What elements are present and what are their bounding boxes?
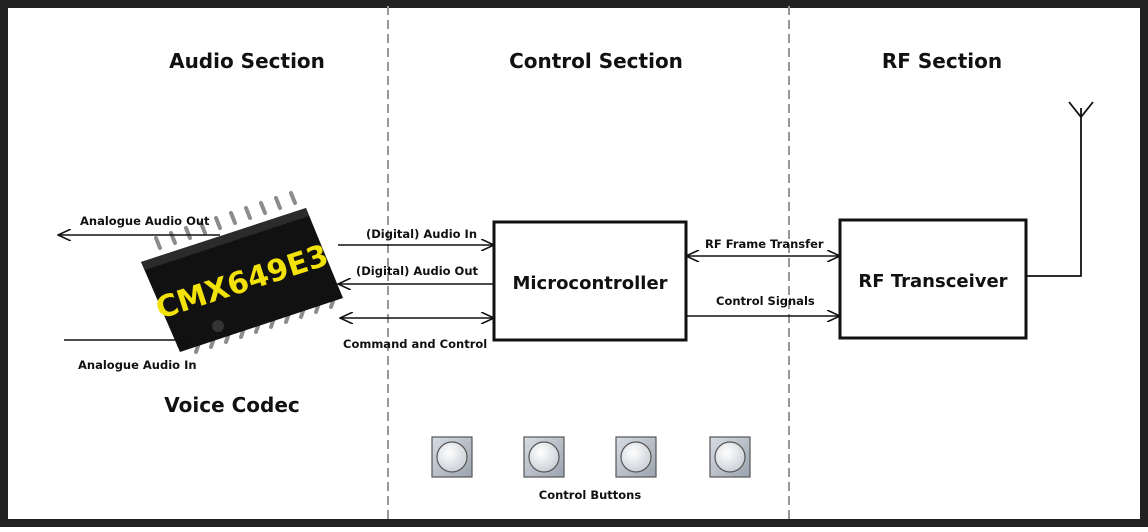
microcontroller-label: Microcontroller (512, 273, 667, 294)
control-signals-label: Control Signals (716, 294, 815, 308)
analogue-audio-out-label: Analogue Audio Out (80, 214, 210, 228)
command-control-label: Command and Control (343, 337, 487, 351)
antenna-feed-line (1026, 108, 1082, 277)
section-title-control: Control Section (509, 49, 683, 73)
control-button[interactable] (431, 436, 473, 478)
section-title-rf: RF Section (882, 49, 1002, 73)
control-button[interactable] (615, 436, 657, 478)
control-button[interactable] (523, 436, 565, 478)
digital-audio-out-label: (Digital) Audio Out (356, 264, 479, 278)
control-buttons-caption: Control Buttons (539, 488, 642, 502)
rf-transceiver-block (838, 218, 1028, 340)
microcontroller-block (492, 220, 688, 342)
voice-codec-title: Voice Codec (164, 393, 300, 417)
control-button[interactable] (709, 436, 751, 478)
analogue-audio-in-label: Analogue Audio In (78, 358, 197, 372)
section-title-audio: Audio Section (169, 49, 325, 73)
rf-frame-transfer-label: RF Frame Transfer (705, 237, 824, 251)
digital-audio-in-label: (Digital) Audio In (366, 227, 477, 241)
antenna-icon (1068, 101, 1094, 119)
voice-codec-chip: CMX649E3 (141, 191, 343, 354)
rf-transceiver-label: RF Transceiver (858, 271, 1007, 292)
